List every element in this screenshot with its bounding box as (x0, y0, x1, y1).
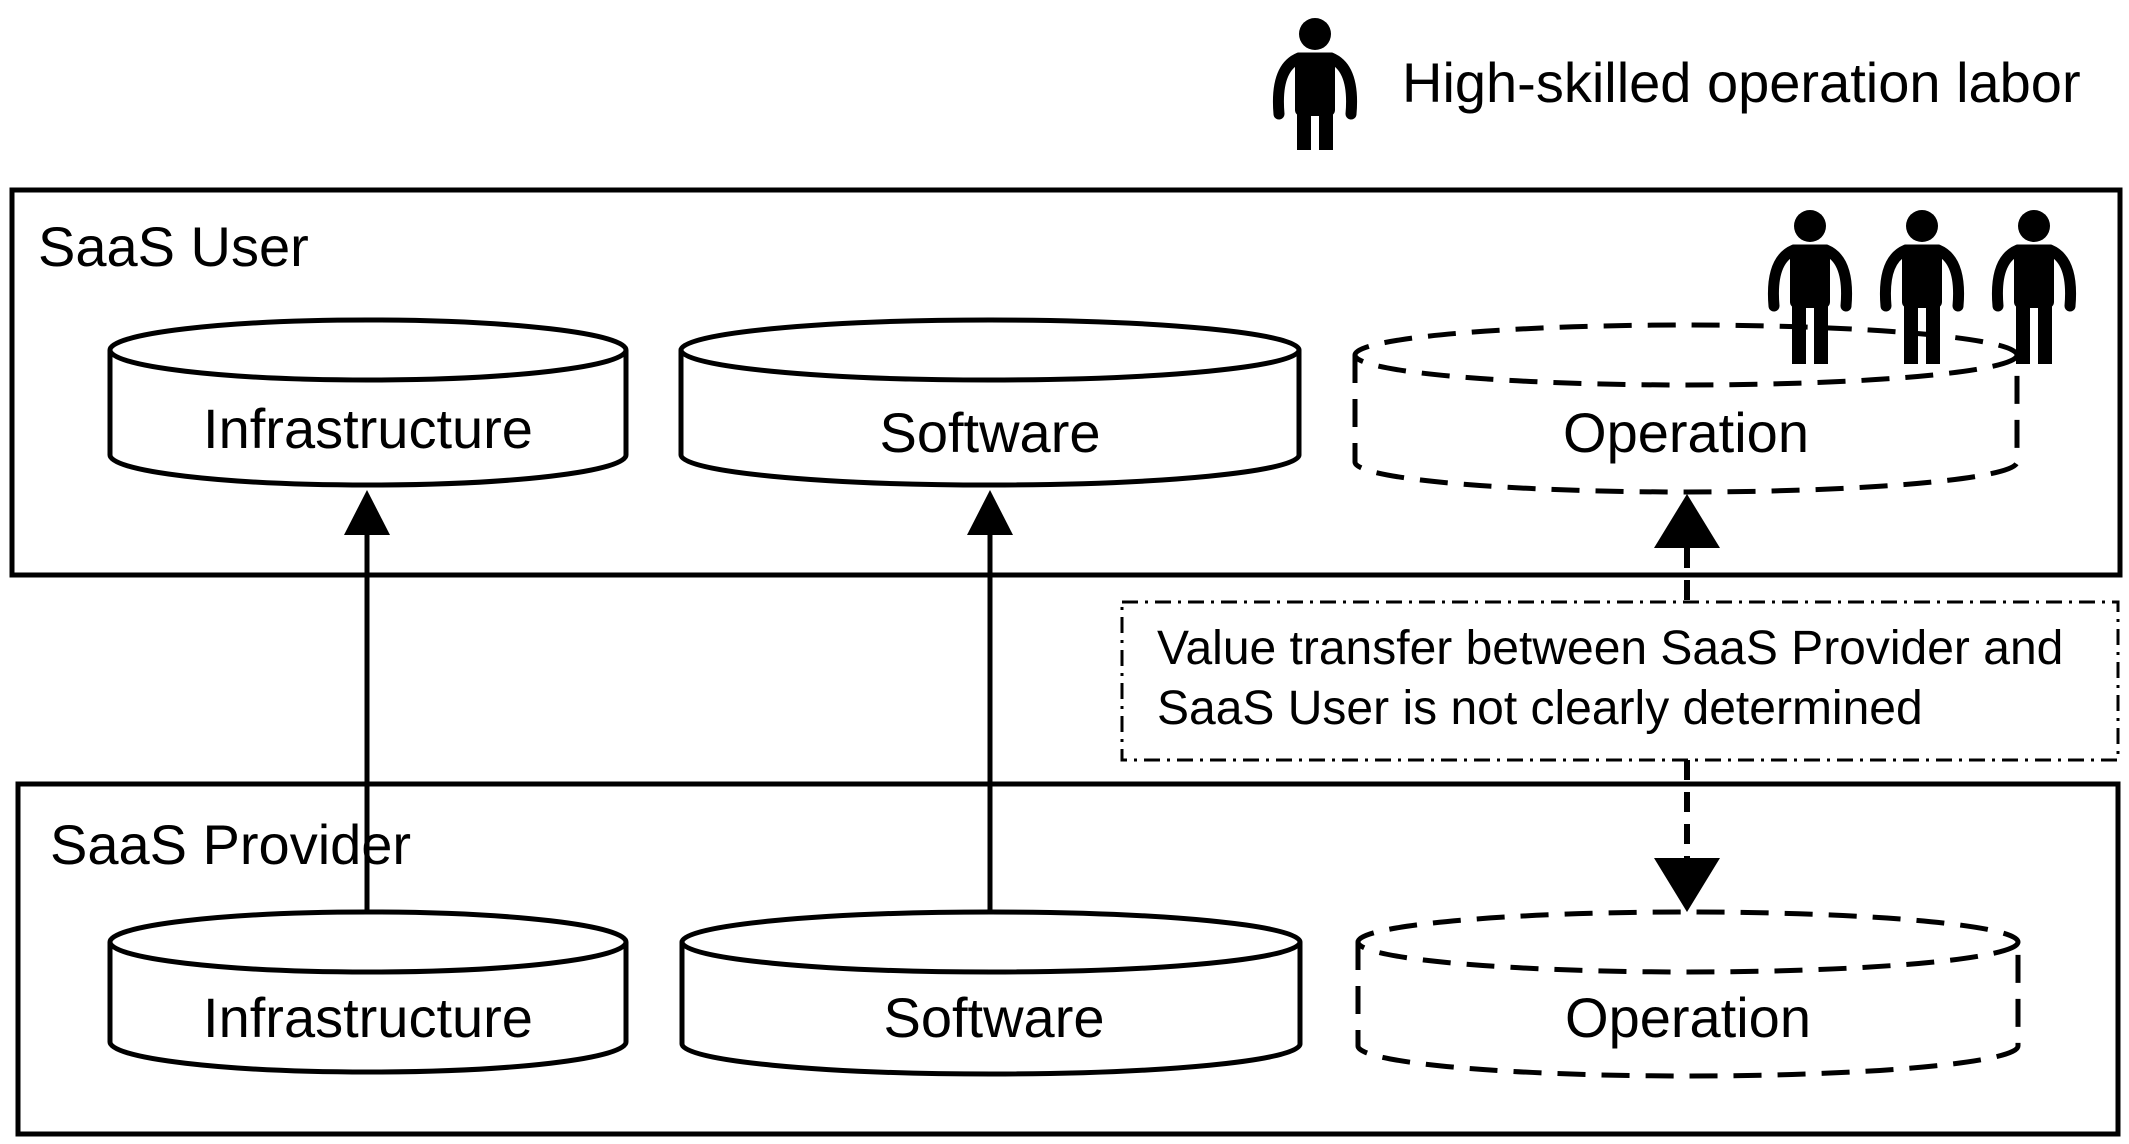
provider-software-label: Software (884, 986, 1105, 1049)
saas-user-frame (9, 187, 2123, 578)
provider-infrastructure-cylinder: Infrastructure (107, 909, 629, 1075)
infrastructure-arrow (344, 490, 390, 912)
provider-infrastructure-label: Infrastructure (203, 986, 533, 1049)
user-software-label: Software (880, 401, 1101, 464)
operation-transfer-arrow (1654, 494, 1720, 912)
value-transfer-note: Value transfer between SaaS Provider and… (1120, 600, 2120, 762)
user-infrastructure-cylinder: Infrastructure (107, 317, 629, 488)
saas-user-title: SaaS User (38, 215, 309, 278)
arrowhead-down (1654, 858, 1720, 912)
note-frame (1120, 600, 2120, 762)
saas-user-box: SaaS User Infrastructure Software Operat… (9, 187, 2123, 578)
note-line-2: SaaS User is not clearly determined (1157, 682, 1923, 735)
saas-provider-title: SaaS Provider (50, 813, 411, 876)
software-arrow (967, 490, 1013, 912)
user-software-cylinder: Software (678, 317, 1302, 488)
provider-software-cylinder: Software (679, 909, 1303, 1077)
person-icon (1272, 18, 1358, 150)
legend: High-skilled operation labor (1272, 18, 2081, 150)
person-icon (1767, 210, 1853, 364)
user-operation-label: Operation (1563, 401, 1809, 464)
provider-operation-label: Operation (1565, 986, 1811, 1049)
provider-operation-cylinder: Operation (1355, 909, 2021, 1079)
user-infrastructure-label: Infrastructure (203, 397, 533, 460)
labor-persons (1767, 210, 2077, 364)
saas-provider-box: SaaS Provider Infrastructure Software Op… (15, 781, 2121, 1137)
note-line-1: Value transfer between SaaS Provider and (1157, 622, 2063, 675)
saas-provider-frame (15, 781, 2121, 1137)
person-icon (1879, 210, 1965, 364)
person-icon (1991, 210, 2077, 364)
arrowhead-up (1654, 494, 1720, 548)
legend-label: High-skilled operation labor (1402, 51, 2081, 114)
